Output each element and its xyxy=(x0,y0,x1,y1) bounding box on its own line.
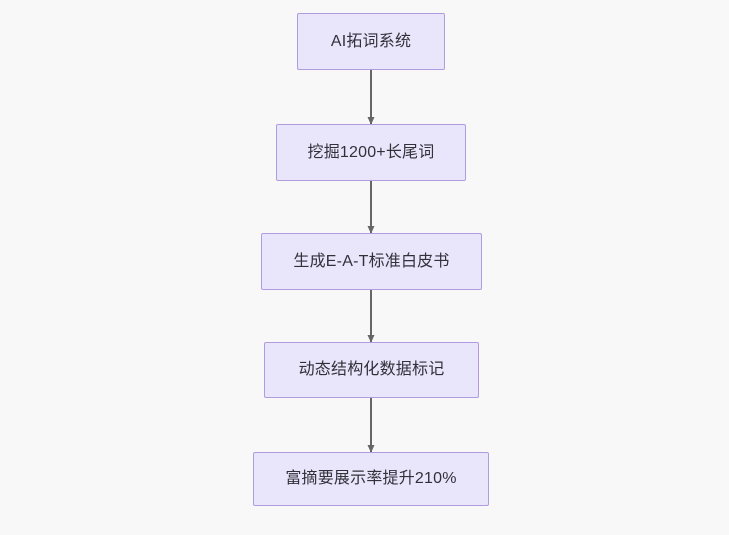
flow-node-label: 动态结构化数据标记 xyxy=(298,361,445,379)
flow-node-ai-keyword-system[interactable]: AI拓词系统 xyxy=(297,13,445,70)
flow-node-label: 生成E-A-T标准白皮书 xyxy=(293,252,450,270)
flow-node-label: 富摘要展示率提升210% xyxy=(285,470,457,488)
flow-node-label: 挖掘1200+长尾词 xyxy=(307,143,435,161)
flow-node-label: AI拓词系统 xyxy=(330,32,412,50)
flow-node-generate-eat-whitepaper[interactable]: 生成E-A-T标准白皮书 xyxy=(261,233,482,290)
flow-node-mine-longtail-keywords[interactable]: 挖掘1200+长尾词 xyxy=(276,124,466,181)
flow-node-rich-snippet-rate-increase[interactable]: 富摘要展示率提升210% xyxy=(253,452,489,506)
flow-node-dynamic-structured-data-markup[interactable]: 动态结构化数据标记 xyxy=(264,342,479,398)
